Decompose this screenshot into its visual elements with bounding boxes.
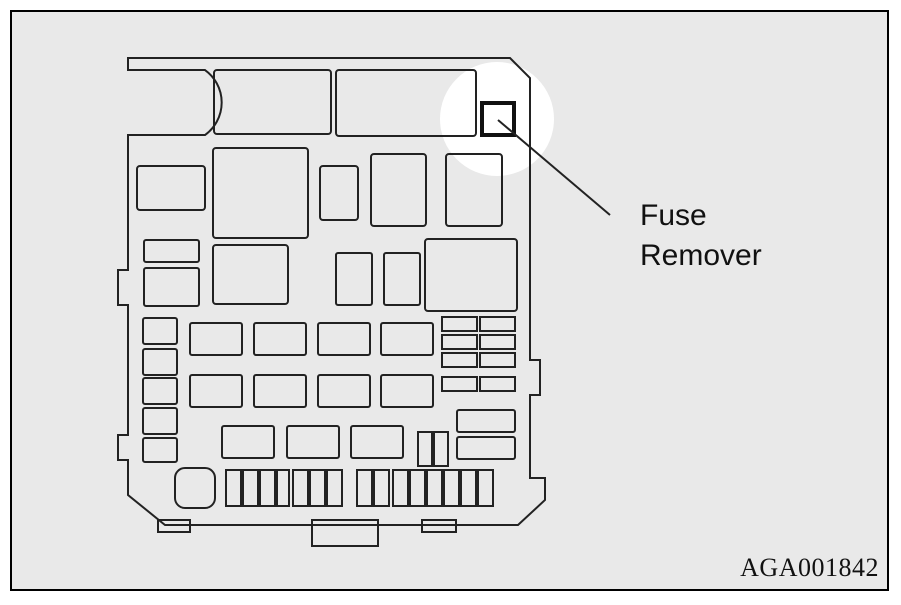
fuse-row2-2 [253,374,307,408]
mini-fuse-grid [441,316,516,392]
relay-mid-left [136,165,206,211]
fuse-left-1 [142,317,178,345]
figure-id: AGA001842 [740,553,879,582]
relay-mid-c [445,153,503,227]
relay-thin-a [335,252,373,306]
blade-fuse-row [225,469,494,507]
fuse-right-b [456,436,516,460]
fuse-left-4 [142,407,178,435]
relay-square [212,244,289,305]
relay-large [212,147,309,239]
fuse-row2-4 [380,374,434,408]
highlight-circle [440,62,554,176]
fuse-row1-3 [317,322,371,356]
fuse-right-a [456,409,516,433]
bottom-tab-right [421,519,457,533]
bottom-connector [311,519,379,547]
fuse-row3-2 [286,425,340,459]
relay-top-1 [213,69,332,135]
relay-small-a [319,165,359,221]
relay-thin-b [383,252,421,306]
fuse-box-outline [117,57,546,526]
leader-line [497,119,611,216]
fuse-row1-1 [189,322,243,356]
fuse-row1-4 [380,322,434,356]
relay-large-right [424,238,518,312]
callout-line-2: Remover [640,239,762,272]
round-connector [174,467,216,509]
fuse-left-3 [142,377,178,405]
fuse-slot-b [143,267,200,307]
fuse-row2-1 [189,374,243,408]
fuse-remover-label: Fuse Remover [640,196,762,276]
relay-top-2 [335,69,477,137]
callout-line-1: Fuse [640,199,707,232]
fuse-left-2 [142,348,178,376]
relay-mid-b [370,153,427,227]
fuse-slot-a [143,239,200,263]
bottom-tab-left [157,519,191,533]
fuse-remover-icon [480,101,516,137]
small-fuse-pair [417,431,449,467]
fuse-row3-1 [221,425,275,459]
fuse-left-5 [142,437,178,463]
fuse-row1-2 [253,322,307,356]
fuse-row3-3 [350,425,404,459]
fuse-row2-3 [317,374,371,408]
